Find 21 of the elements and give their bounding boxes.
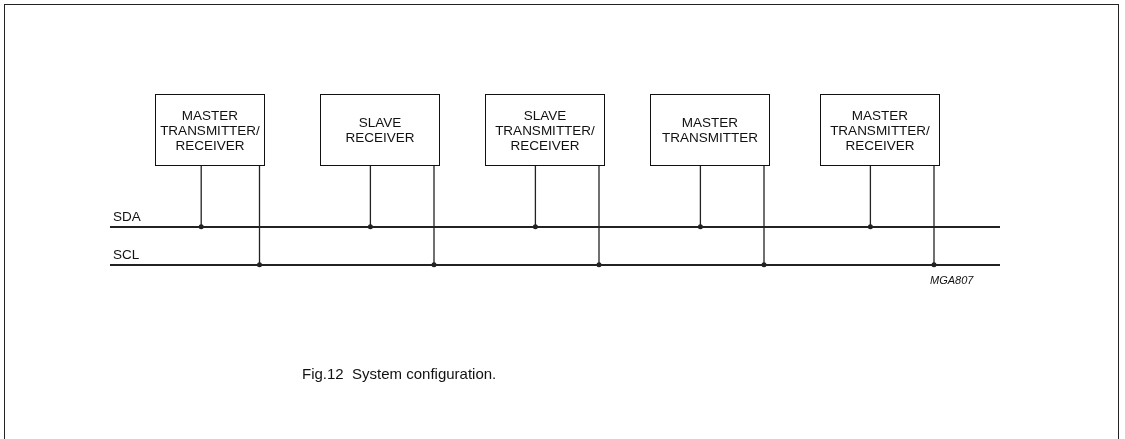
connection-line	[761, 165, 767, 268]
figure-caption: Fig.12 System configuration.	[302, 365, 497, 382]
device-box	[320, 94, 440, 166]
device-name: MASTER TRANSMITTER/ RECEIVER	[160, 107, 260, 153]
device-name: SLAVE TRANSMITTER/ RECEIVER	[495, 107, 595, 153]
device-name: SLAVE RECEIVER	[344, 115, 416, 145]
bus-line	[110, 226, 1000, 228]
device-box	[650, 94, 770, 166]
connection-line	[596, 165, 602, 268]
device-box	[820, 94, 940, 166]
connection-line	[431, 165, 437, 268]
bus-signal-name: SCL	[113, 247, 140, 262]
device-name: MASTER TRANSMITTER	[661, 115, 759, 145]
device-box	[485, 94, 605, 166]
connection-line	[931, 165, 937, 268]
device-box	[155, 94, 265, 166]
bus-signal-name: SDA	[113, 209, 141, 224]
drawing-code: MGA807	[930, 274, 974, 286]
bus-line	[110, 264, 1000, 266]
connection-line	[257, 165, 262, 268]
device-name: MASTER TRANSMITTER/ RECEIVER	[830, 107, 930, 153]
